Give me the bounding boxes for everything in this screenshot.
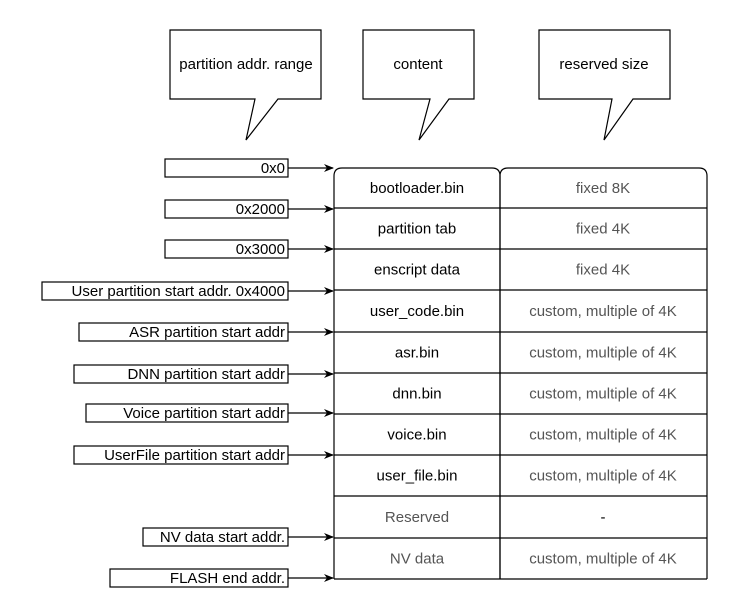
callout-content: content [362, 29, 475, 141]
address-text: 0x0 [261, 160, 285, 177]
row-content-cell: dnn.bin [392, 386, 441, 403]
address-label-6: Voice partition start addr [85, 403, 334, 423]
row-size-cell: - [601, 509, 606, 526]
row-size-cell: custom, multiple of 4K [529, 551, 677, 568]
address-text: FLASH end addr. [170, 570, 285, 587]
row-content-cell: user_file.bin [377, 468, 458, 485]
row-content-cell: NV data [390, 551, 445, 568]
address-label-8: NV data start addr. [142, 527, 334, 547]
row-size-cell: fixed 4K [576, 221, 630, 238]
row-content-cell: enscript data [374, 262, 461, 279]
callout-range-label: partition addr. range [179, 56, 312, 73]
address-label-4: ASR partition start addr [78, 322, 334, 342]
address-text: ASR partition start addr [129, 324, 285, 341]
address-label-2: 0x3000 [164, 239, 334, 259]
row-content-cell: voice.bin [387, 427, 446, 444]
address-label-5: DNN partition start addr [73, 364, 334, 384]
callout-reserved-size: reserved size [538, 29, 671, 141]
row-size-cell: custom, multiple of 4K [529, 386, 677, 403]
row-size-cell: fixed 4K [576, 262, 630, 279]
address-text: User partition start addr. 0x4000 [72, 283, 285, 300]
address-label-9: FLASH end addr. [109, 568, 334, 588]
row-content-cell: user_code.bin [370, 303, 464, 320]
partition-table: bootloader.bin fixed 8K partition tab fixed… [333, 167, 708, 580]
row-content-cell: bootloader.bin [370, 180, 464, 197]
row-content-cell: Reserved [385, 509, 449, 526]
address-label-7: UserFile partition start addr [73, 445, 334, 465]
row-size-cell: custom, multiple of 4K [529, 303, 677, 320]
address-text: NV data start addr. [160, 529, 285, 546]
address-text: UserFile partition start addr [104, 447, 285, 464]
row-content-cell: asr.bin [395, 345, 439, 362]
address-label-0: 0x0 [164, 158, 334, 178]
row-size-cell: fixed 8K [576, 180, 630, 197]
address-label-1: 0x2000 [164, 199, 334, 219]
address-label-3: User partition start addr. 0x4000 [41, 281, 334, 301]
callout-partition-addr-range: partition addr. range [169, 29, 322, 141]
row-size-cell: custom, multiple of 4K [529, 345, 677, 362]
address-text: 0x3000 [236, 241, 285, 258]
row-content-cell: partition tab [378, 221, 456, 238]
callout-content-label: content [393, 56, 443, 73]
row-size-cell: custom, multiple of 4K [529, 468, 677, 485]
address-text: Voice partition start addr [123, 405, 285, 422]
address-text: 0x2000 [236, 201, 285, 218]
row-size-cell: custom, multiple of 4K [529, 427, 677, 444]
address-text: DNN partition start addr [127, 366, 285, 383]
callout-size-label: reserved size [559, 56, 648, 73]
